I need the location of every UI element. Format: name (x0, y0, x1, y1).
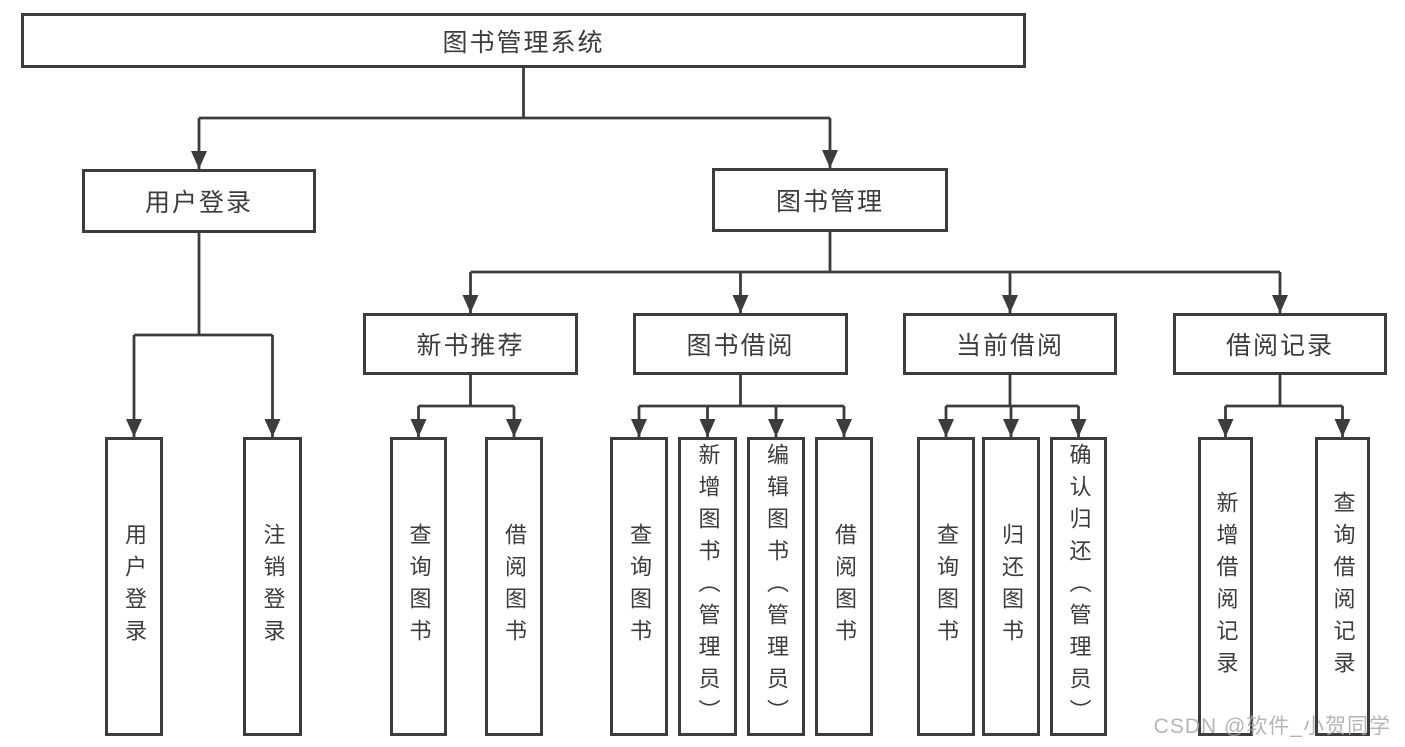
node-leaf-edit-books-admin: 编辑图书（管理员） (747, 437, 805, 736)
node-root-library-system: 图书管理系统 (21, 13, 1026, 68)
node-borrowing-records: 借阅记录 (1173, 313, 1387, 375)
node-leaf-add-borrow-record: 新增借阅记录 (1198, 437, 1253, 736)
node-leaf-query-books-current: 查询图书 (917, 437, 975, 736)
node-leaf-confirm-return-admin: 确认归还（管理员） (1050, 437, 1107, 736)
node-user-login: 用户登录 (82, 169, 316, 233)
node-leaf-borrow-books-recommend: 借阅图书 (485, 437, 543, 736)
node-leaf-query-borrow-record: 查询借阅记录 (1315, 437, 1370, 736)
node-book-management: 图书管理 (712, 168, 948, 232)
node-leaf-query-books-borrowing: 查询图书 (610, 437, 668, 736)
node-current-borrowing: 当前借阅 (903, 313, 1117, 375)
node-leaf-user-login: 用户登录 (105, 437, 163, 736)
node-book-borrowing: 图书借阅 (633, 313, 848, 375)
node-leaf-query-books-recommend: 查询图书 (390, 437, 447, 736)
node-leaf-logout: 注销登录 (243, 437, 302, 736)
node-leaf-add-books-admin: 新增图书（管理员） (678, 437, 737, 736)
node-new-book-recommend: 新书推荐 (363, 313, 578, 375)
node-leaf-borrow-books-borrowing: 借阅图书 (815, 437, 873, 736)
node-leaf-return-books: 归还图书 (982, 437, 1040, 736)
